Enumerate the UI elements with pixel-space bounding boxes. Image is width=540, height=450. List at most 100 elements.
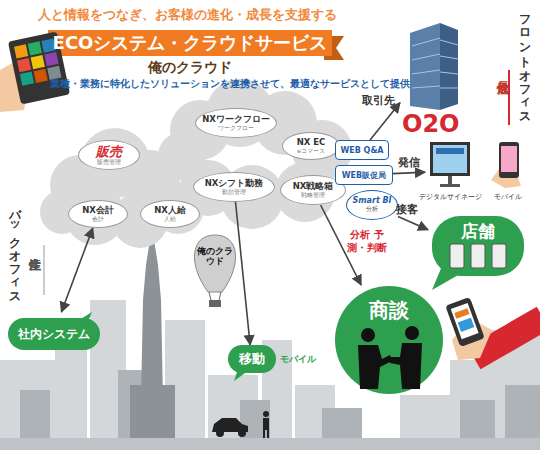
o2o-mark: O2O [402, 110, 460, 138]
person [263, 411, 269, 438]
divider-line [508, 70, 510, 125]
signage-icon-shape-part [436, 148, 464, 154]
node-text: Smart BI [352, 197, 391, 206]
service-badge: WEB販促局 [335, 165, 393, 185]
service-badge: Smart BI分析 [346, 190, 398, 220]
node-text: NX会計 [82, 206, 114, 216]
meeting-bubble-shape-part [390, 343, 422, 389]
balloon-part [209, 292, 211, 300]
meeting-bubble-shape-part [405, 326, 419, 340]
node-text: 勤怠管理 [222, 189, 246, 196]
node-text: デジタルサイネージ [413, 192, 487, 202]
building-icon-shape-part [412, 38, 458, 88]
node-text: NX戦略箱 [293, 182, 334, 192]
store-bubble-shape-part [450, 244, 464, 268]
tagline: 人と情報をつなぎ、お客様の進化・成長を支援する [38, 6, 348, 24]
service-cloud-oval: NX ECeコマース [282, 132, 340, 160]
building-icon-shape [400, 18, 462, 110]
meeting-bubble-shape-part [358, 345, 392, 389]
mobile-icon-shape-part [501, 146, 517, 172]
service-cloud-oval: NX人給人給 [140, 200, 200, 228]
node-text: WEB販促局 [342, 170, 386, 181]
service-cloud-oval: NX会計会計 [68, 200, 128, 228]
tower [130, 222, 175, 450]
balloon [194, 235, 235, 307]
connector-arrow [61, 228, 92, 312]
connector-arrow [393, 172, 425, 173]
car-part [238, 429, 246, 437]
signage-icon: デジタルサイネージ [425, 140, 475, 202]
signage-icon-shape-part [430, 142, 470, 176]
node-text: NX人給 [154, 206, 186, 216]
mobile-icon-shape [485, 140, 530, 202]
node-text: WEB Q&A [340, 146, 383, 155]
ribbon-banner [36, 30, 344, 60]
skyline-light [0, 300, 540, 450]
store-bubble-shape-part [471, 244, 485, 268]
mobility-bubble-shape-part [234, 369, 248, 381]
building-icon-shape-part [410, 23, 440, 110]
node-text: 商談 [330, 297, 448, 324]
person-part [263, 411, 269, 417]
ground [0, 438, 540, 450]
connector-arrow [236, 202, 251, 345]
signage-icon-shape-part [433, 145, 467, 173]
internal-system-bubble-shape-part [76, 312, 92, 326]
node-text: 店舗 [428, 220, 528, 243]
hand-tablet-part-part [31, 55, 45, 69]
skyline-light-part [0, 360, 60, 450]
car [212, 418, 248, 437]
hand-tablet-part-part [20, 72, 34, 86]
edge-label: 分析 予測・判断 [342, 229, 392, 254]
node-text: 販売管理 [97, 159, 121, 166]
connector-arrow [398, 217, 428, 230]
building-icon-shape-part [440, 23, 458, 110]
meeting-bubble-shape-part [361, 328, 375, 342]
connector-arrow [321, 205, 362, 285]
mobility-bubble: 移動モバイル [228, 345, 276, 381]
balloon-text: 俺のクラウド [197, 246, 233, 267]
node-text: 販売 [96, 145, 122, 159]
mobility-bubble-shape-part [228, 345, 276, 373]
service-cloud-oval: NXシフト勤務勤怠管理 [193, 172, 275, 202]
signage-icon-shape [425, 140, 475, 202]
person-part [263, 418, 269, 430]
store-bubble-shape-part [432, 266, 460, 290]
node-text: 戦略管理 [301, 192, 325, 199]
building-icon: 取引先 [400, 18, 462, 110]
hand-phone-part [458, 318, 475, 332]
hand-phone-part [445, 297, 484, 347]
hand-tablet-part-part [34, 69, 48, 83]
car-part [216, 429, 224, 437]
side-heading: バックオフィス [6, 200, 23, 298]
hand-tablet-part-part [14, 44, 28, 58]
service-cloud-oval: NXワークフローワークフロー [195, 108, 277, 138]
internal-system-bubble: 社内システム [8, 312, 100, 352]
hand-tablet-part-part [44, 52, 58, 66]
store-bubble-shape-part [492, 244, 506, 268]
signage-icon-shape-part [448, 176, 452, 184]
person-part [267, 430, 269, 438]
person-part [263, 430, 265, 438]
node-text: NXワークフロー [202, 115, 270, 125]
node-text: 取引先 [362, 93, 395, 108]
mobile-icon: モバイル [485, 140, 530, 202]
hand-tablet-part-part [47, 66, 61, 80]
edge-label: 接客 [396, 202, 418, 217]
divider-line [44, 245, 45, 295]
balloon-part [219, 292, 221, 300]
hand-phone-part [451, 303, 479, 339]
node-text: NXシフト勤務 [205, 179, 264, 189]
hand-phone-part [454, 308, 469, 318]
sales-logo-oval: 販売販売管理 [78, 140, 140, 170]
node-text: 移動 [228, 345, 276, 373]
node-text: 社内システム [8, 318, 100, 350]
connector-arrow [370, 103, 400, 140]
hand-phone [445, 297, 540, 369]
node-text: モバイル [280, 353, 316, 366]
node-text: ワークフロー [218, 125, 254, 132]
ribbon-banner-part [48, 30, 332, 56]
meeting-bubble: 商談 [330, 285, 448, 395]
mobile-icon-shape-part [499, 142, 519, 178]
store-bubble: 店舗 [428, 212, 528, 292]
